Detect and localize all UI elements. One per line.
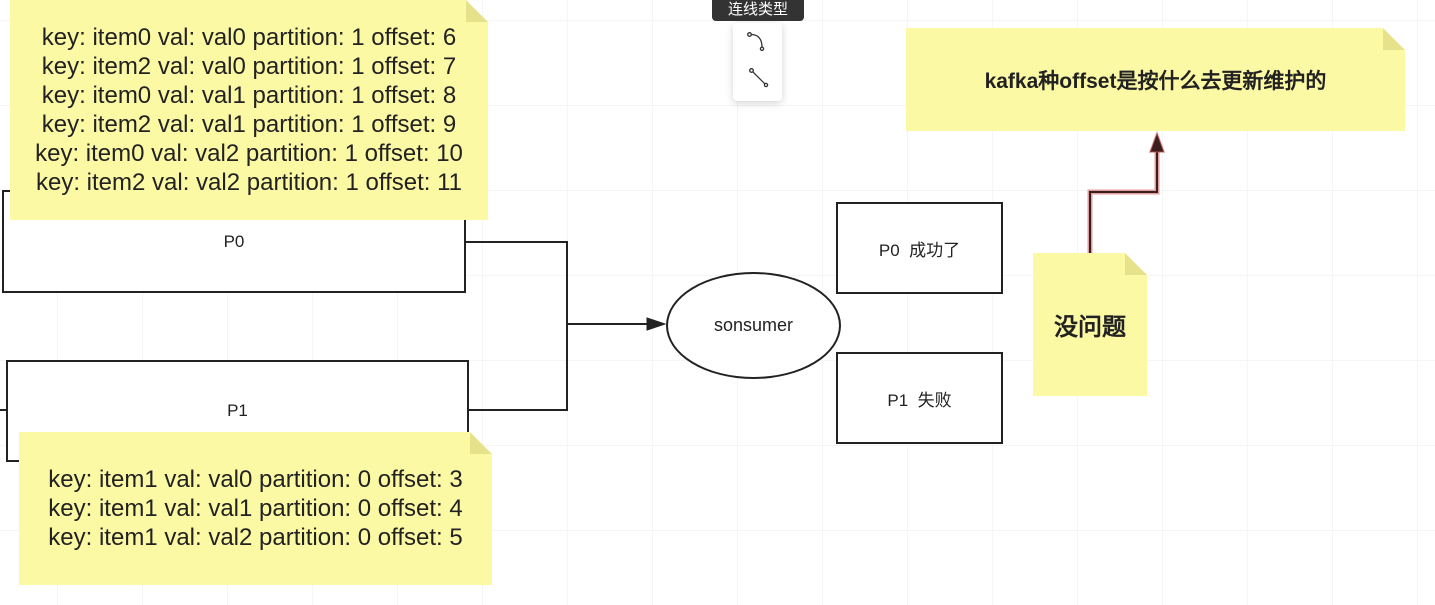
message-line: key: item1 val: val0 partition: 0 offset… [48, 466, 463, 493]
sticky-note-question[interactable]: kafka种offset是按什么去更新维护的 [906, 28, 1405, 131]
message-line: key: item2 val: val2 partition: 1 offset… [36, 169, 462, 196]
message-line: key: item0 val: val0 partition: 1 offset… [41, 24, 457, 51]
curved-connector-icon [747, 32, 765, 52]
message-line: key: item2 val: val0 partition: 1 offset… [41, 53, 457, 80]
message-line: key: item1 val: val1 partition: 0 offset… [48, 495, 463, 522]
message-line: key: item0 val: val1 partition: 1 offset… [41, 82, 457, 109]
partition-box-label: P0 [223, 231, 245, 251]
result-label: P0 成功了 [878, 240, 961, 260]
consumer-label: sonsumer [713, 315, 794, 335]
selected-connector-glow [1087, 151, 1160, 253]
result-box-p1[interactable]: P1 失败 [836, 352, 1003, 444]
sticky-note-answer[interactable]: 没问题 [1033, 253, 1147, 396]
answer-text: 没问题 [1054, 314, 1126, 341]
message-line: key: item2 val: val1 partition: 1 offset… [41, 111, 457, 138]
sticky-note-p0-messages[interactable]: key: item0 val: val0 partition: 1 offset… [10, 0, 488, 220]
result-label: P1 失败 [887, 390, 952, 410]
message-line: key: item1 val: val2 partition: 0 offset… [48, 524, 463, 551]
message-line: key: item0 val: val2 partition: 1 offset… [35, 140, 463, 167]
connector-type-menu [733, 23, 782, 101]
connector-p0-to-consumer[interactable] [466, 241, 648, 325]
question-text: kafka种offset是按什么去更新维护的 [984, 69, 1327, 93]
curved-connector-button[interactable] [745, 30, 769, 54]
partition-box-label: P1 [227, 401, 248, 420]
connector-answer-to-question[interactable] [1089, 151, 1158, 253]
straight-connector-icon [749, 68, 769, 88]
question-arrowhead [1148, 130, 1166, 153]
result-box-p0[interactable]: P0 成功了 [836, 202, 1003, 294]
connector-p1-to-consumer[interactable] [469, 324, 568, 411]
straight-connector-button[interactable] [747, 66, 771, 90]
connector-type-tooltip: 连线类型 [712, 0, 804, 21]
consumer-ellipse[interactable]: sonsumer [666, 272, 841, 379]
consumer-arrowhead [646, 317, 667, 331]
sticky-note-p1-messages[interactable]: key: item1 val: val0 partition: 0 offset… [19, 432, 492, 585]
